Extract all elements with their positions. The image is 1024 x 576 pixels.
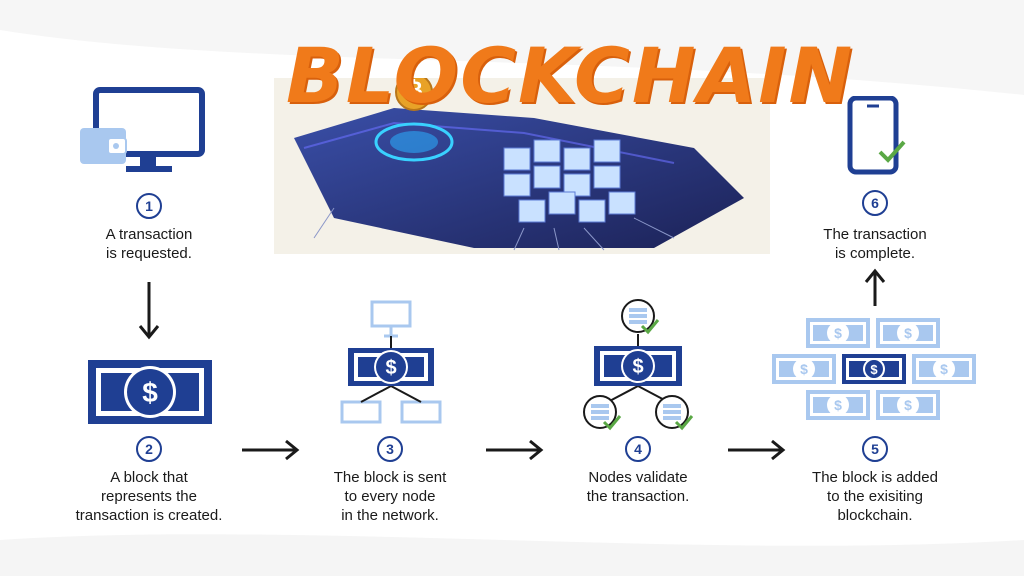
- arrow-right-1: [242, 439, 300, 461]
- bitcoin-coin-icon: ₿: [405, 78, 423, 103]
- validated-nodes-icon: $: [583, 299, 694, 431]
- monitor-wallet-icon: [80, 87, 205, 172]
- step-6-number: 6: [862, 190, 888, 216]
- svg-text:$: $: [904, 397, 912, 413]
- step-4-caption: Nodes validate the transaction.: [586, 469, 690, 505]
- step-5-number: 5: [862, 436, 888, 462]
- step-3-number: 3: [377, 436, 403, 462]
- blockchain-illustration: ₿: [274, 78, 770, 254]
- phone-check-icon: [847, 96, 906, 175]
- svg-text:$: $: [632, 356, 643, 378]
- arrow-right-3: [728, 439, 786, 461]
- arrow-right-2: [486, 439, 544, 461]
- arrow-up: [864, 268, 886, 306]
- step-3-caption: The block is sent to every node in the n…: [333, 469, 447, 524]
- step-2-number: 2: [136, 436, 162, 462]
- network-nodes-icon: $: [340, 300, 442, 424]
- step-5-caption: The block is added to the exisiting bloc…: [812, 469, 938, 524]
- svg-text:$: $: [870, 362, 878, 377]
- blockchain-bills-icon: $ $ $ $ $ $ $: [772, 318, 976, 420]
- svg-text:$: $: [834, 397, 842, 413]
- arrow-down: [138, 282, 160, 340]
- step-1-caption: A transaction is requested.: [105, 226, 193, 262]
- svg-text:$: $: [904, 325, 912, 341]
- page-title: BLOCKCHAIN: [286, 31, 855, 120]
- svg-text:$: $: [385, 357, 396, 379]
- step-4-number: 4: [625, 436, 651, 462]
- step-2-caption: A block that represents the transaction …: [75, 469, 223, 524]
- step-1-number: 1: [136, 193, 162, 219]
- dollar-bill-icon: $: [88, 360, 212, 424]
- svg-text:$: $: [834, 325, 842, 341]
- svg-text:$: $: [142, 377, 158, 408]
- step-6-caption: The transaction is complete.: [823, 226, 927, 262]
- svg-text:$: $: [800, 361, 808, 377]
- svg-text:$: $: [940, 361, 948, 377]
